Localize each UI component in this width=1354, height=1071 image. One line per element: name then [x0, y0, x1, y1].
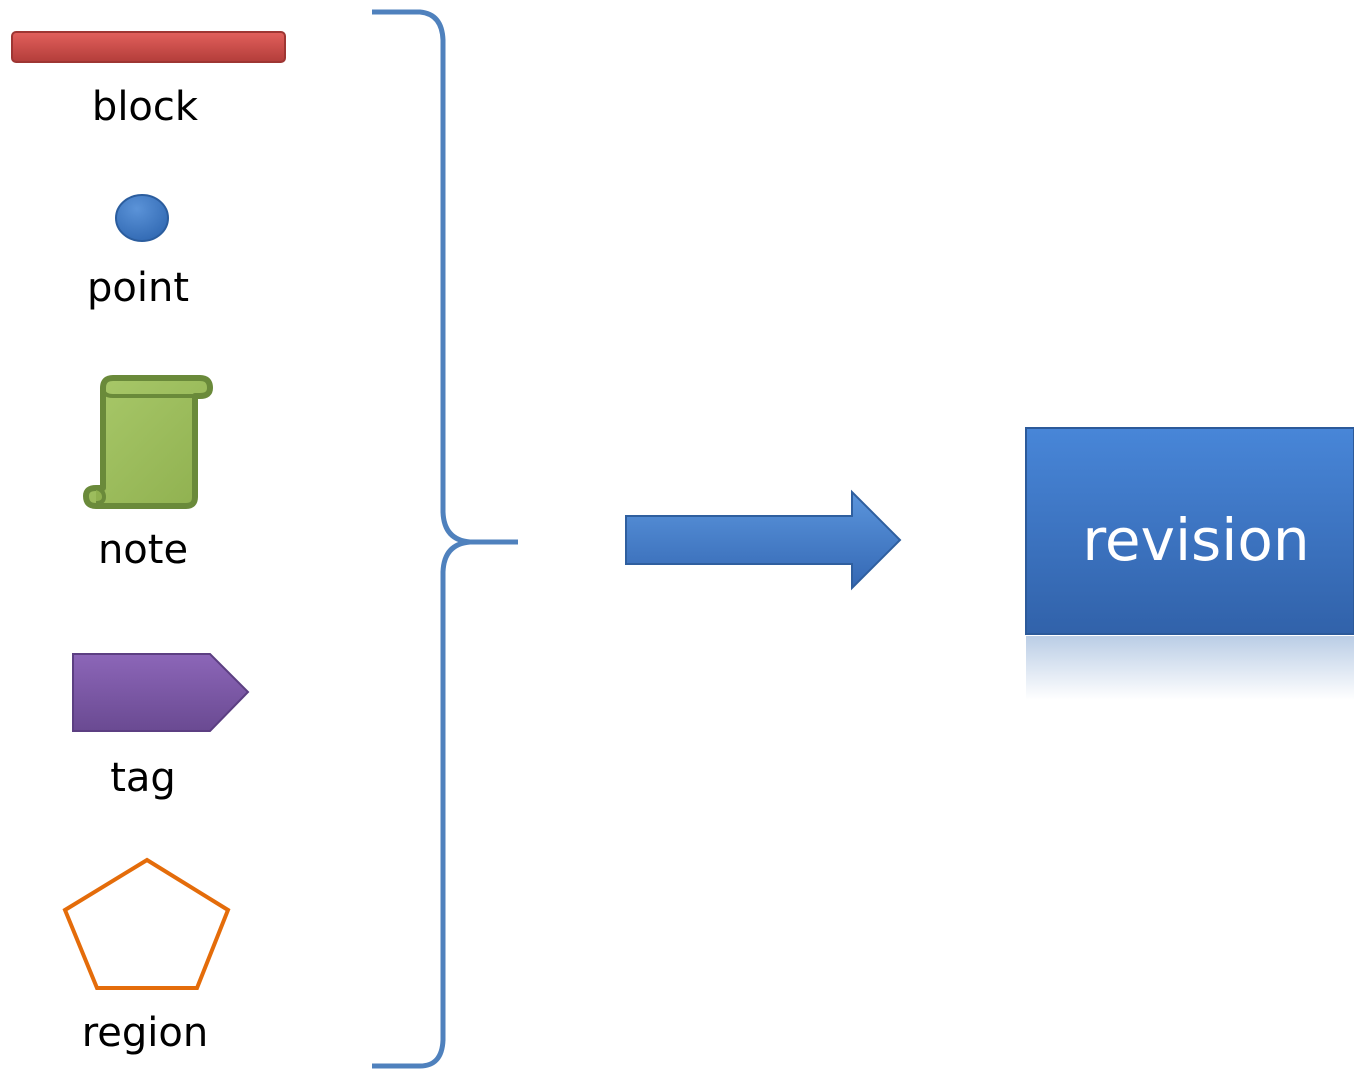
revision-box: revision	[1025, 427, 1354, 700]
legend-label-point: point	[87, 265, 189, 311]
right-arrow-icon	[625, 489, 902, 591]
legend-label-note: note	[98, 527, 188, 573]
right-curly-brace-icon	[372, 9, 518, 1069]
legend-label-block: block	[92, 84, 199, 130]
legend-item-block: block	[11, 31, 286, 130]
scroll-icon	[83, 375, 213, 509]
legend-item-tag: tag	[72, 653, 250, 801]
legend-label-tag: tag	[110, 755, 176, 801]
pentagon-outline-icon	[62, 857, 231, 990]
legend-item-point: point	[87, 194, 189, 311]
revision-label: revision	[1082, 506, 1309, 574]
legend-item-note: note	[83, 375, 213, 573]
blue-circle-icon	[115, 194, 169, 242]
legend-label-region: region	[82, 1010, 209, 1056]
pentagon-arrow-icon	[72, 653, 250, 732]
red-bar-icon	[11, 31, 286, 63]
legend-item-region: region	[62, 857, 231, 1056]
